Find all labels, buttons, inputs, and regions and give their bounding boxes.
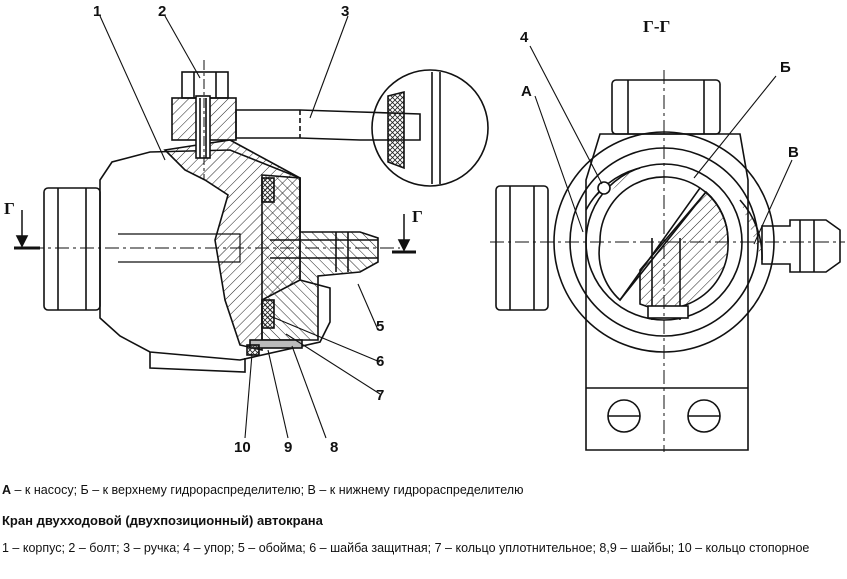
callout-5: 5 — [376, 318, 384, 335]
callout-8: 8 — [330, 439, 338, 456]
cross-section-view — [490, 70, 845, 452]
callout-leaders-right — [529, 45, 793, 245]
figure-title: Кран двухходовой (двухпозиционный) авток… — [2, 513, 323, 528]
callout-10: 10 — [234, 439, 251, 456]
legend-a-key: А — [2, 483, 12, 497]
callout-1: 1 — [93, 3, 101, 20]
callout-4: 4 — [520, 29, 529, 46]
port-label-a: А — [521, 83, 532, 100]
callout-3: 3 — [341, 3, 349, 20]
section-label: Г-Г — [643, 17, 670, 36]
callout-9: 9 — [284, 439, 292, 456]
valve-technical-drawing: 1 2 3 4 5 6 7 8 9 10 Г Г Г-Г — [4, 3, 845, 456]
parts-list: 1 – корпус; 2 – болт; 3 – ручка; 4 – упо… — [2, 541, 810, 555]
callout-2: 2 — [158, 3, 166, 20]
port-label-v: В — [788, 144, 799, 161]
port-label-b: Б — [780, 59, 791, 76]
callout-7: 7 — [376, 387, 384, 404]
port-legend: А – к насосу; Б – к верхнему гидрораспре… — [2, 482, 845, 498]
rotor-section — [598, 176, 702, 302]
callout-leaders-left — [99, 15, 381, 439]
side-section-view — [14, 60, 489, 373]
legend-text: – к насосу; Б – к верхнему гидрораспреде… — [11, 483, 524, 497]
cut-mark-left: Г — [4, 199, 15, 218]
callout-6: 6 — [376, 353, 384, 370]
cut-mark-right: Г — [412, 207, 423, 226]
